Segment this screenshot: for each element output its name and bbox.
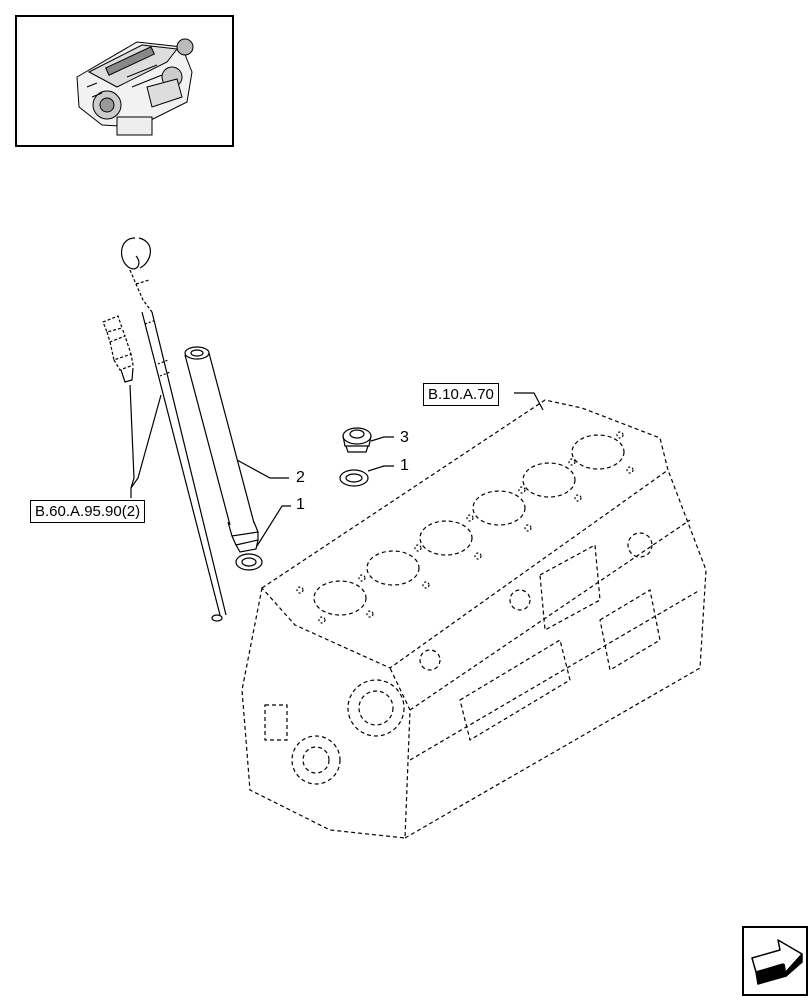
callout-plug-washer: 1 bbox=[400, 457, 409, 474]
cylinder-bores bbox=[313, 434, 625, 616]
ref-engine-block[interactable]: B.10.A.70 bbox=[423, 383, 499, 406]
next-page-button[interactable] bbox=[742, 926, 808, 996]
dipstick bbox=[121, 237, 227, 622]
engine-block bbox=[241, 399, 707, 839]
plug[interactable] bbox=[342, 427, 372, 453]
tube-washer[interactable] bbox=[235, 553, 263, 571]
engine-thumbnail[interactable] bbox=[15, 15, 234, 147]
ref-dipstick[interactable]: B.60.A.95.90(2) bbox=[30, 500, 146, 523]
callout-guide-tube: 2 bbox=[296, 469, 305, 486]
guide-tube[interactable] bbox=[184, 346, 259, 553]
plug-washer[interactable] bbox=[339, 469, 369, 487]
dipstick-probe bbox=[102, 315, 134, 383]
callout-plug: 3 bbox=[400, 429, 409, 446]
next-page-arrow-icon bbox=[751, 939, 803, 985]
callout-tube-washer: 1 bbox=[296, 496, 305, 513]
engine-assembly-icon bbox=[76, 38, 194, 136]
